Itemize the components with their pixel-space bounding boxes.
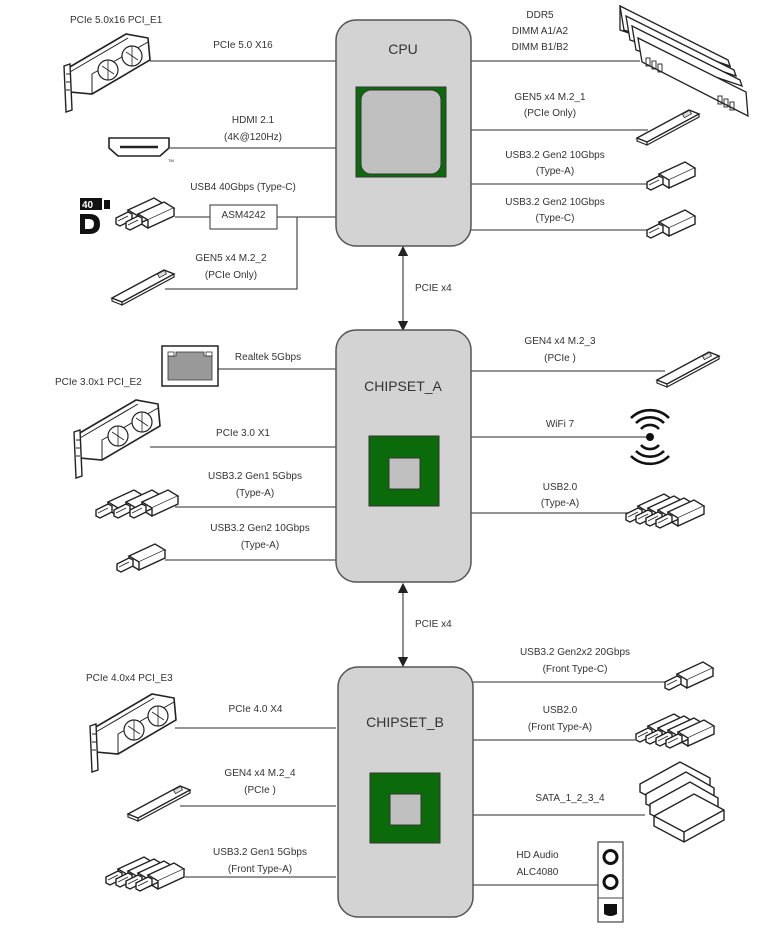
connection-label: PCIe 4.0 X4 bbox=[228, 704, 283, 715]
connection-label: GEN4 x4 M.2_3 bbox=[524, 336, 596, 347]
connection-label: (PCIe ) bbox=[544, 353, 576, 364]
link-label-cpu-chipset-a: PCIE x4 bbox=[415, 283, 452, 294]
device-label-pci-e1: PCIe 5.0x16 PCI_E1 bbox=[70, 15, 163, 26]
connection-label: ALC4080 bbox=[516, 867, 559, 878]
connection-label: USB2.0 bbox=[542, 482, 578, 493]
usb-drive-icon bbox=[646, 161, 696, 191]
connection-label: HDMI 2.1 bbox=[231, 115, 275, 126]
connection-label: USB2.0 bbox=[542, 705, 578, 716]
cpu-die bbox=[360, 89, 442, 175]
connection-label: USB4 40Gbps (Type-C) bbox=[190, 182, 296, 193]
usb-c-drive-icon bbox=[115, 197, 175, 231]
usb-drive-icon bbox=[664, 661, 714, 691]
connection-label: (Type-A) bbox=[240, 540, 280, 551]
connection-label: (Type-A) bbox=[535, 166, 575, 177]
wifi-antenna-icon bbox=[630, 408, 670, 466]
displayport-icon bbox=[80, 214, 100, 234]
connection-label: DIMM A1/A2 bbox=[511, 26, 569, 37]
connection-label: USB3.2 Gen2 10Gbps bbox=[210, 523, 310, 534]
graphics-card-icon bbox=[89, 693, 177, 773]
connection-label: GEN5 x4 M.2_2 bbox=[195, 253, 267, 264]
audio-jacks-icon bbox=[597, 841, 624, 923]
connection-label: (PCIe ) bbox=[244, 785, 276, 796]
m2-ssd-icon bbox=[127, 785, 191, 822]
device-label-pci-e3: PCIe 4.0x4 PCI_E3 bbox=[86, 673, 173, 684]
chipset-b-block bbox=[337, 666, 474, 918]
usb-drive-icon bbox=[116, 543, 166, 573]
connection-label: WiFi 7 bbox=[545, 419, 575, 430]
m2-ssd-icon bbox=[636, 109, 700, 146]
connection-label: USB3.2 Gen2 10Gbps bbox=[505, 197, 605, 208]
dimm-memory-icon bbox=[619, 4, 749, 118]
connection-label: (PCIe Only) bbox=[204, 270, 258, 281]
m2-ssd-icon bbox=[656, 351, 720, 388]
connection-label: (4K@120Hz) bbox=[224, 132, 282, 143]
graphics-card-icon bbox=[73, 399, 161, 479]
usb-drive-icon bbox=[646, 209, 696, 239]
connection-label: (Front Type-A) bbox=[527, 722, 593, 733]
usb-drives-x4-icon bbox=[625, 493, 705, 529]
connection-label: GEN5 x4 M.2_1 bbox=[514, 92, 586, 103]
asm4242-bridge-box bbox=[209, 204, 278, 230]
usb-drives-x4-icon bbox=[635, 713, 715, 749]
connection-label: HD Audio bbox=[516, 850, 559, 861]
sata-drives-icon bbox=[639, 761, 725, 843]
bridge-chip-label: ASM4242 bbox=[221, 210, 266, 221]
connection-label: PCIe 5.0 X16 bbox=[213, 40, 273, 51]
cpu-title: CPU bbox=[388, 41, 418, 57]
thunderbolt-40g-badge-icon: 40 bbox=[80, 198, 110, 211]
link-label-chipset-a-chipset-b: PCIE x4 bbox=[415, 619, 452, 630]
connection-label: (Front Type-C) bbox=[542, 664, 608, 675]
chipset-a-title: CHIPSET_A bbox=[364, 378, 442, 394]
connection-label: GEN4 x4 M.2_4 bbox=[224, 768, 296, 779]
svg-text:40: 40 bbox=[82, 200, 94, 211]
svg-text:TM: TM bbox=[168, 158, 174, 163]
connection-label: USB3.2 Gen2 10Gbps bbox=[505, 150, 605, 161]
ethernet-port-icon bbox=[161, 345, 219, 387]
connection-label: (Type-A) bbox=[540, 498, 580, 509]
connection-label: DIMM B1/B2 bbox=[511, 42, 569, 53]
connection-label: (Front Type-A) bbox=[227, 864, 293, 875]
connection-label: PCIe 3.0 X1 bbox=[216, 428, 270, 439]
connection-label: DDR5 bbox=[526, 10, 554, 21]
connection-label: (Type-C) bbox=[535, 213, 575, 224]
graphics-card-icon bbox=[63, 33, 151, 113]
cpu-block bbox=[335, 19, 472, 247]
connection-label: Realtek 5Gbps bbox=[234, 352, 302, 363]
chipset-b-title: CHIPSET_B bbox=[366, 714, 444, 730]
connection-label: SATA_1_2_3_4 bbox=[535, 793, 605, 804]
connection-label: USB3.2 Gen2x2 20Gbps bbox=[519, 647, 631, 658]
usb-drives-x3-icon bbox=[95, 489, 179, 519]
device-label-pci-e2: PCIe 3.0x1 PCI_E2 bbox=[55, 377, 142, 388]
connection-label: (PCIe Only) bbox=[523, 108, 577, 119]
hdmi-port-icon: TM bbox=[108, 137, 174, 163]
usb-drives-x4-icon bbox=[105, 856, 185, 892]
connection-label: USB3.2 Gen1 5Gbps bbox=[213, 847, 307, 858]
chipset-a-block bbox=[335, 329, 472, 583]
connection-label: USB3.2 Gen1 5Gbps bbox=[208, 471, 302, 482]
connection-label: (Type-A) bbox=[235, 488, 275, 499]
